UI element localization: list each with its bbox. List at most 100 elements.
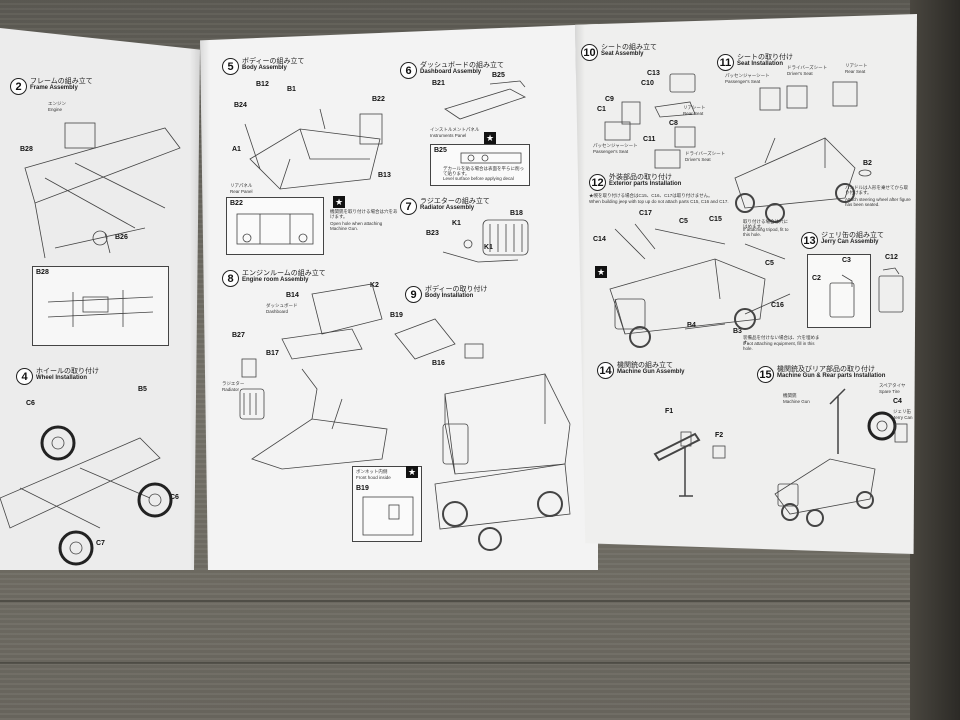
machine-gun-installation-drawing	[774, 388, 908, 527]
step-2-header: 2 フレームの組み立て Frame Assembly	[10, 78, 93, 95]
top-up-note-jp: ★幌を取り付ける場合はC15、C16、C17は取り付けません。	[589, 193, 713, 198]
steering-wheel-note-jp: ハンドルは人形を乗せてから取り付けます。	[845, 185, 908, 195]
step-title-en: Engine room Assembly	[242, 277, 309, 284]
part-label: B25	[492, 72, 505, 79]
plank-seam	[0, 662, 960, 664]
step-title-jp: ホイールの取り付け	[36, 368, 99, 375]
step-number: 13	[801, 232, 818, 249]
attach-note-en: If attaching tripod, fit to this hole.	[743, 227, 789, 237]
step-title-jp: ボディーの取り付け	[425, 286, 488, 293]
step-title-en: Body Assembly	[242, 65, 287, 72]
step-number: 2	[10, 78, 27, 95]
part-label: C17	[639, 210, 652, 217]
plank-seam	[0, 600, 960, 602]
part-label: B24	[234, 102, 247, 109]
instrument-panel-box: B25 デカールを貼る場合は表面を平らに削って貼ります。 Level surfa…	[430, 144, 530, 186]
part-label: C5	[679, 218, 688, 225]
step-6-header: 6 ダッシュボードの組み立て Dashboard Assembly	[400, 62, 504, 79]
dashboard-label-jp: ダッシュボード	[266, 303, 298, 308]
step-5-header: 5 ボディーの組み立て Body Assembly	[222, 58, 305, 75]
part-label: C6	[170, 494, 179, 501]
part-label: B5	[138, 386, 147, 393]
step-title-en: Dashboard Assembly	[420, 69, 482, 76]
jerry-can-label-en: Jerry Can	[893, 415, 913, 420]
step-title-en: Seat Assembly	[601, 51, 644, 58]
step-number: 7	[400, 198, 417, 215]
rear-panel-detail-box: B22	[226, 197, 324, 255]
step-number: 12	[589, 174, 606, 191]
step-15-header: 15 機関銃及びリア部品の取り付け Machine Gun & Rear par…	[757, 366, 885, 383]
machine-gun-note-en: Open hole when attaching Machine Gun.	[330, 221, 383, 231]
driver-seat-jp: ドライバーズシート	[685, 151, 726, 156]
step-title-jp: 機関銃の組み立て	[617, 362, 673, 369]
machine-gun-note-jp: 機関銃を取り付ける場合は穴をあけます。	[330, 209, 398, 219]
wheel-installation-drawing	[0, 425, 173, 566]
table-shadow	[910, 0, 960, 720]
step-number: 10	[581, 44, 598, 61]
part-label: B13	[378, 172, 391, 179]
seat-header-rear-jp: リアシート	[845, 63, 868, 68]
part-label: B21	[432, 80, 445, 87]
part-label: C16	[771, 302, 784, 309]
part-label: F2	[715, 432, 724, 439]
driver-seat-en: Driver's Seat	[685, 157, 711, 162]
part-label: C5	[765, 260, 774, 267]
seat-assembly-drawing	[604, 73, 696, 169]
radiator-drawing	[442, 219, 529, 263]
seat-header-rear-en: Rear Seat	[845, 69, 866, 74]
part-label: B14	[286, 292, 299, 299]
machine-gun-label-en: Machine Gun	[783, 399, 810, 404]
part-label: B19	[356, 485, 369, 492]
equipment-note-en: If not attaching equipment, fill in this…	[743, 341, 815, 351]
steering-wheel-note-en: Attach steering wheel after figure has b…	[845, 197, 911, 207]
step-title-jp: ラジエターの組み立て	[420, 198, 490, 205]
part-label: C3	[842, 257, 851, 264]
step-number: 14	[597, 362, 614, 379]
step-number: 15	[757, 366, 774, 383]
step-title-jp: エンジンルームの組み立て	[242, 270, 326, 277]
radiator-label-jp: ラジエター	[222, 381, 245, 386]
rear-seat-jp: リアシート	[683, 105, 706, 110]
frame-detail-box: B28	[32, 266, 169, 346]
step-9-header: 9 ボディーの取り付け Body Installation	[405, 286, 488, 303]
part-label: C7	[96, 540, 105, 547]
seat-header-driver-jp: ドライバーズシート	[787, 65, 828, 70]
part-label: K1	[484, 244, 493, 251]
step-number: 6	[400, 62, 417, 79]
jerry-can-label-jp: ジェリ缶	[893, 409, 911, 414]
part-label: B1	[287, 86, 296, 93]
step-title-jp: ボディーの組み立て	[242, 58, 305, 65]
step-title-en: Frame Assembly	[30, 85, 78, 92]
step-title-en: Body Installation	[425, 293, 474, 300]
step-title-en: Wheel Installation	[36, 375, 88, 382]
part-label: C14	[593, 236, 606, 243]
step-title-en: Machine Gun Assembly	[617, 369, 685, 376]
part-label: B19	[390, 312, 403, 319]
option-star-icon: ★	[333, 196, 345, 208]
seat-header-passenger-jp: パッセンジャーシート	[725, 73, 770, 78]
part-label: B22	[372, 96, 385, 103]
step-number: 11	[717, 54, 734, 71]
step-7-header: 7 ラジエターの組み立て Radiator Assembly	[400, 198, 490, 215]
part-label: B3	[733, 328, 742, 335]
step-11-header: 11 シートの取り付け Seat Installation	[717, 54, 793, 71]
step-8-header: 8 エンジンルームの組み立て Engine room Assembly	[222, 270, 326, 287]
part-label: C15	[709, 216, 722, 223]
part-label: B4	[687, 322, 696, 329]
step-10-header: 10 シートの組み立て Seat Assembly	[581, 44, 657, 61]
instrument-panel-jp: インストルメントパネル	[430, 127, 480, 132]
rear-seat-en: Rear Seat	[683, 111, 704, 116]
part-label: B17	[266, 350, 279, 357]
part-label: B26	[115, 234, 128, 241]
engine-room-drawing	[239, 283, 388, 470]
option-star-icon: ★	[484, 132, 496, 144]
equipment-note-jp: 装備品を付けない場合は、穴を埋めます。	[743, 335, 820, 345]
part-label: B25	[434, 147, 447, 154]
part-label: K2	[370, 282, 379, 289]
part-label: B27	[232, 332, 245, 339]
rear-panel-jp: リアパネル	[230, 183, 253, 188]
seat-header-passenger-en: Passenger's Seat	[725, 79, 761, 84]
step-title-jp: 機関銃及びリア部品の取り付け	[777, 366, 875, 373]
engine-label-jp: エンジン	[48, 101, 66, 106]
part-label: A1	[232, 146, 241, 153]
